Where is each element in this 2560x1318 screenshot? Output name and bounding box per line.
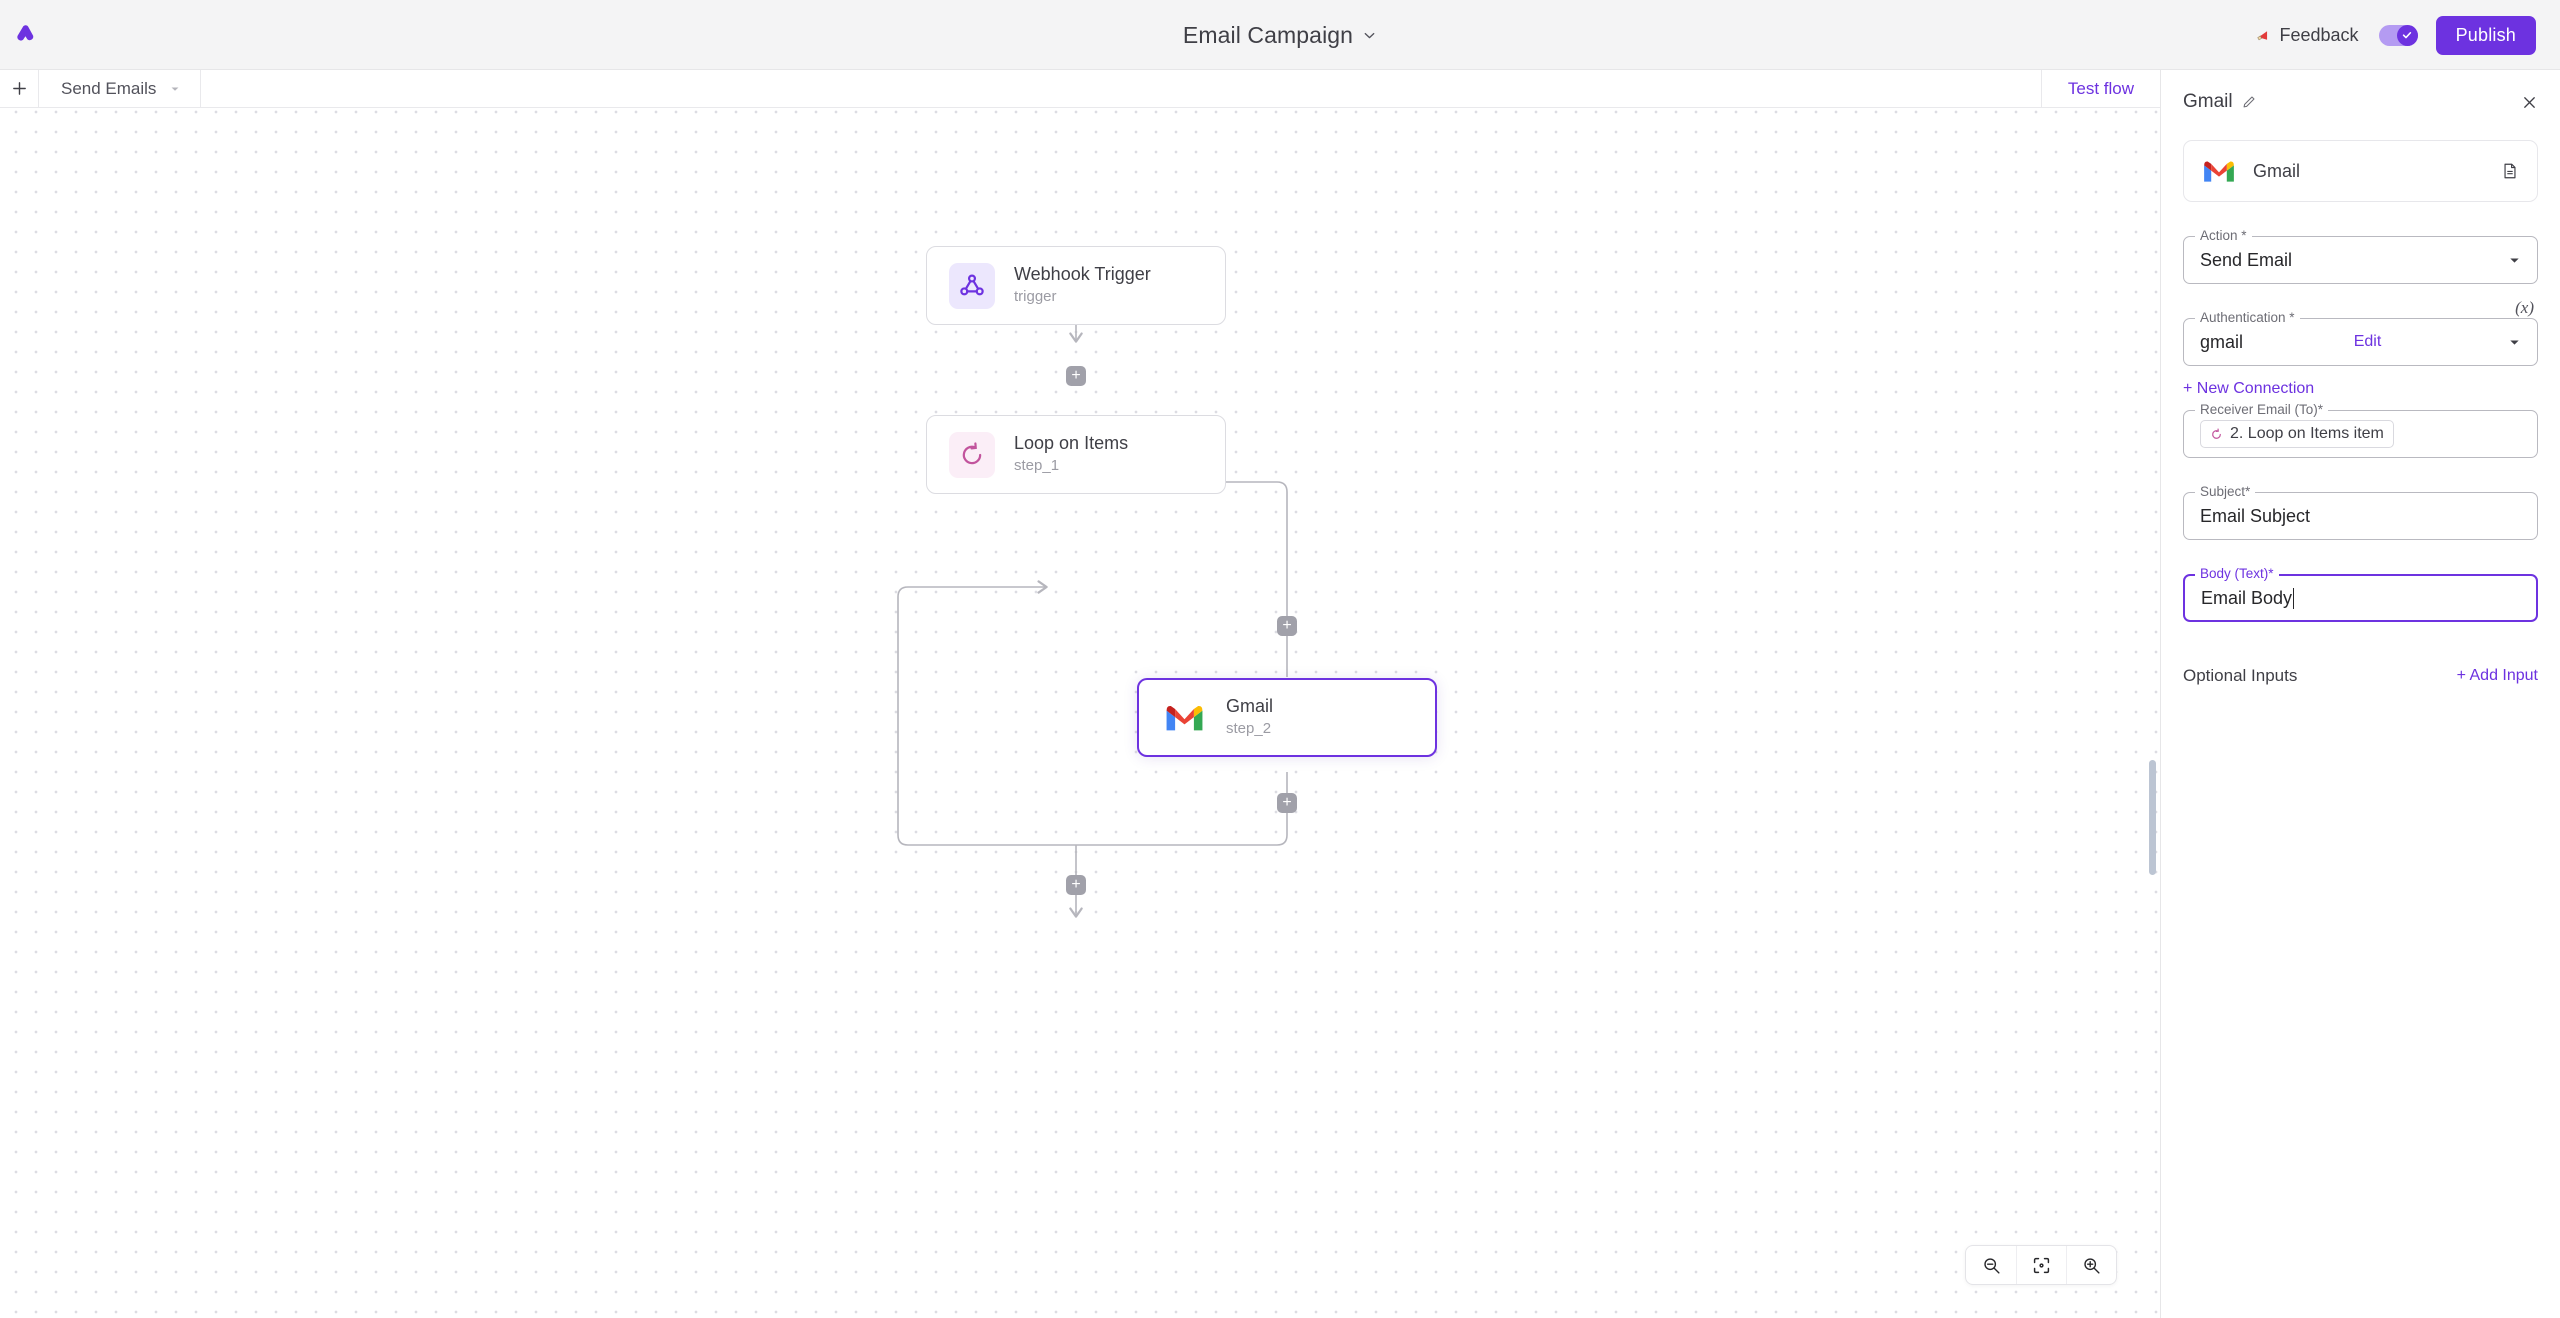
loop-icon	[2210, 428, 2223, 441]
node-title: Loop on Items	[1014, 433, 1129, 454]
flow-node-loop-on-items[interactable]: Loop on Items step_1	[926, 415, 1226, 494]
field-subject: Subject* Email Subject	[2183, 484, 2538, 540]
field-label: Subject*	[2195, 484, 2256, 499]
panel-title: Gmail	[2183, 91, 2233, 112]
chevron-down-icon[interactable]	[2508, 336, 2521, 349]
authentication-select[interactable]: gmail Edit	[2183, 318, 2538, 366]
check-icon	[2396, 24, 2418, 46]
add-input-link[interactable]: + Add Input	[2456, 667, 2538, 684]
gmail-icon	[1161, 695, 1207, 741]
variable-chip-loop-item[interactable]: 2. Loop on Items item	[2200, 420, 2394, 448]
flow-tab-send-emails[interactable]: Send Emails	[38, 70, 202, 107]
panel-header: Gmail	[2183, 70, 2538, 126]
publish-button[interactable]: Publish	[2435, 15, 2536, 55]
top-bar: Email Campaign Feedback Publish	[0, 0, 2560, 70]
subject-value: Email Subject	[2200, 505, 2311, 526]
authentication-value: gmail	[2200, 331, 2244, 352]
node-subtitle: step_2	[1226, 720, 1272, 738]
zoom-in-icon	[2084, 1257, 2100, 1274]
flow-node-gmail[interactable]: Gmail step_2	[1137, 678, 1437, 757]
node-title: Gmail	[1226, 696, 1274, 717]
field-body: Body (Text)* Email Body	[2183, 566, 2538, 622]
add-step-button[interactable]: +	[1066, 366, 1086, 386]
publish-toggle[interactable]	[2378, 24, 2418, 46]
canvas-scrollbar[interactable]	[2149, 760, 2156, 875]
new-connection-link[interactable]: + New Connection	[2183, 380, 2315, 397]
feedback-button[interactable]: Feedback	[2254, 21, 2361, 50]
page-title[interactable]: Email Campaign	[1182, 21, 1354, 48]
optional-inputs-label: Optional Inputs	[2183, 666, 2298, 685]
chevron-down-icon[interactable]	[2508, 254, 2521, 267]
field-label: Body (Text)*	[2195, 566, 2279, 581]
flow-node-webhook-trigger[interactable]: Webhook Trigger trigger	[926, 246, 1226, 325]
test-flow-button[interactable]: Test flow	[2040, 70, 2160, 107]
canvas-tabstrip: Send Emails Test flow	[0, 70, 2160, 108]
subject-input[interactable]: Email Subject	[2183, 492, 2538, 540]
fit-to-screen-icon	[2033, 1257, 2050, 1273]
flow-title-group: Email Campaign	[0, 0, 2560, 70]
optional-inputs-row: Optional Inputs + Add Input	[2183, 666, 2538, 686]
zoom-out-button[interactable]	[1966, 1246, 2016, 1284]
field-action: Action * Send Email	[2183, 228, 2538, 284]
topbar-actions: Feedback Publish	[2254, 0, 2536, 70]
piece-card-gmail[interactable]: Gmail	[2183, 140, 2538, 202]
add-step-button[interactable]: +	[1277, 793, 1297, 813]
flow-canvas[interactable]: Send Emails Test flow + + + +	[0, 70, 2160, 1318]
field-label: Receiver Email (To)*	[2195, 402, 2329, 417]
megaphone-icon	[2256, 27, 2273, 44]
feedback-label: Feedback	[2279, 24, 2359, 45]
step-settings-panel: Gmail Gmail	[2160, 70, 2560, 1318]
zoom-controls	[1965, 1245, 2117, 1285]
edit-connection-link[interactable]: Edit	[2353, 333, 2382, 350]
field-authentication: (x) Authentication * gmail Edit	[2183, 298, 2538, 366]
plus-icon	[12, 82, 26, 95]
loop-icon	[949, 431, 995, 478]
body-input[interactable]: Email Body	[2183, 574, 2538, 622]
chevron-down-icon[interactable]	[169, 83, 181, 95]
fit-to-screen-button[interactable]	[2016, 1246, 2066, 1284]
add-tab-button[interactable]	[0, 70, 38, 107]
receiver-email-input[interactable]: 2. Loop on Items item	[2183, 410, 2538, 458]
activepieces-logo-icon	[16, 25, 33, 41]
action-value: Send Email	[2200, 249, 2293, 270]
piece-card-name: Gmail	[2253, 160, 2301, 181]
app-logo[interactable]	[0, 21, 56, 48]
action-select[interactable]: Send Email	[2183, 236, 2538, 284]
body-value: Email Body	[2201, 587, 2293, 608]
add-step-button[interactable]: +	[1277, 616, 1297, 636]
variable-insert-icon[interactable]: (x)	[2515, 298, 2534, 317]
field-label: Authentication *	[2195, 310, 2300, 325]
pencil-icon[interactable]	[2242, 95, 2256, 109]
node-subtitle: trigger	[1014, 288, 1057, 306]
zoom-in-button[interactable]	[2066, 1246, 2116, 1284]
document-icon[interactable]	[2501, 162, 2519, 180]
flow-tab-label: Send Emails	[61, 78, 157, 98]
close-icon[interactable]	[2521, 94, 2538, 111]
chip-label: 2. Loop on Items item	[2230, 425, 2384, 442]
gmail-icon	[2202, 158, 2236, 184]
node-title: Webhook Trigger	[1014, 264, 1151, 285]
text-caret	[2293, 587, 2295, 609]
add-step-button[interactable]: +	[1066, 875, 1086, 895]
field-label: Action *	[2195, 228, 2252, 243]
chevron-down-icon[interactable]	[1362, 28, 1377, 43]
webhook-icon	[949, 262, 995, 309]
node-subtitle: step_1	[1014, 457, 1060, 475]
field-receiver-email: Receiver Email (To)* 2. Loop on Items it…	[2183, 402, 2538, 458]
zoom-out-icon	[1983, 1257, 2000, 1274]
